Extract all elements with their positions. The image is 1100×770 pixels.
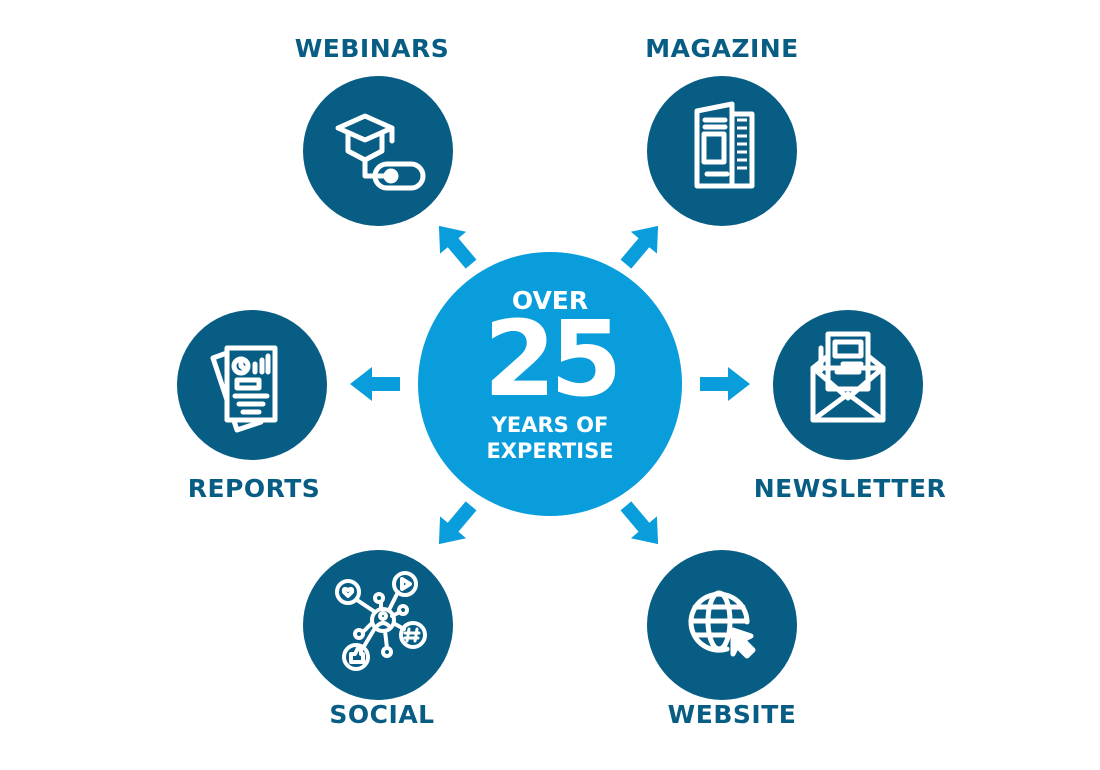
- arrow-to-social: [420, 489, 489, 561]
- social-network-icon: [335, 571, 427, 671]
- webinars-node: [303, 76, 453, 226]
- arrow-to-magazine: [607, 209, 676, 281]
- arrow-to-newsletter: [695, 364, 755, 404]
- arrow-to-reports: [345, 364, 405, 404]
- website-node: [647, 550, 797, 700]
- center-circle: OVER 25 YEARS OF EXPERTISE: [418, 252, 682, 516]
- center-over-text: OVER: [511, 286, 589, 315]
- magazine-label: MAGAZINE: [645, 34, 799, 63]
- social-label: SOCIAL: [329, 700, 435, 729]
- arrow-to-website: [607, 489, 676, 561]
- report-document-icon: [210, 345, 278, 433]
- webinars-label: WEBINARS: [294, 34, 450, 63]
- website-label: WEBSITE: [667, 700, 797, 729]
- envelope-newsletter-icon: [810, 331, 886, 423]
- newsletter-node: [773, 310, 923, 460]
- center-number: 25: [483, 298, 623, 420]
- newsletter-label: NEWSLETTER: [753, 474, 947, 503]
- graduation-cap-mouse-icon: [335, 113, 426, 191]
- reports-node: [177, 310, 327, 460]
- magazine-node: [647, 76, 797, 226]
- reports-label: REPORTS: [187, 474, 321, 503]
- arrow-to-webinars: [420, 209, 489, 281]
- social-node: [303, 550, 453, 700]
- center-years-line: YEARS OF: [491, 413, 609, 437]
- globe-cursor-icon: [688, 590, 756, 659]
- center-years-text: YEARS OF EXPERTISE: [418, 412, 682, 464]
- magazine-icon: [694, 101, 755, 189]
- center-expertise-line: EXPERTISE: [486, 439, 614, 463]
